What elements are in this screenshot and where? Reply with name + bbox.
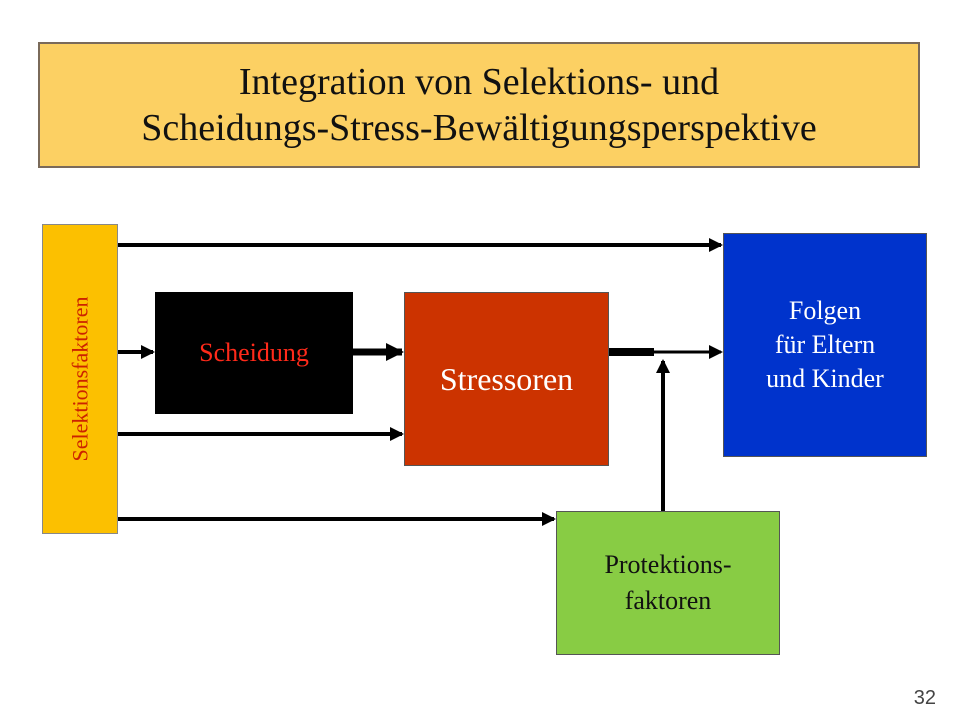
title-line-2: Scheidungs-Stress-Bewältigungsperspektiv…	[141, 107, 817, 149]
selektionsfaktoren-label: Selektionsfaktoren	[67, 296, 92, 462]
title-line-1: Integration von Selektions- und	[238, 61, 720, 103]
folgen-label-line-3: und Kinder	[766, 364, 884, 393]
protektion-label-line-2: faktoren	[624, 586, 712, 615]
page-number: 32	[913, 687, 936, 709]
scheidung-label: Scheidung	[199, 338, 309, 367]
title-box: Integration von Selektions- und Scheidun…	[38, 42, 920, 168]
folgen-label-line-1: Folgen	[788, 296, 862, 325]
stressoren-label: Stressoren	[439, 360, 574, 397]
selektionsfaktoren-box: Selektionsfaktoren	[42, 224, 118, 534]
stressoren-box: Stressoren	[404, 292, 609, 466]
folgen-box: Folgen für Eltern und Kinder	[723, 233, 927, 457]
protektion-label-line-1: Protektions-	[604, 550, 732, 579]
protektionsfaktoren-box: Protektions- faktoren	[556, 511, 780, 655]
folgen-label-line-2: für Eltern	[774, 330, 876, 359]
scheidung-box: Scheidung	[155, 292, 353, 414]
